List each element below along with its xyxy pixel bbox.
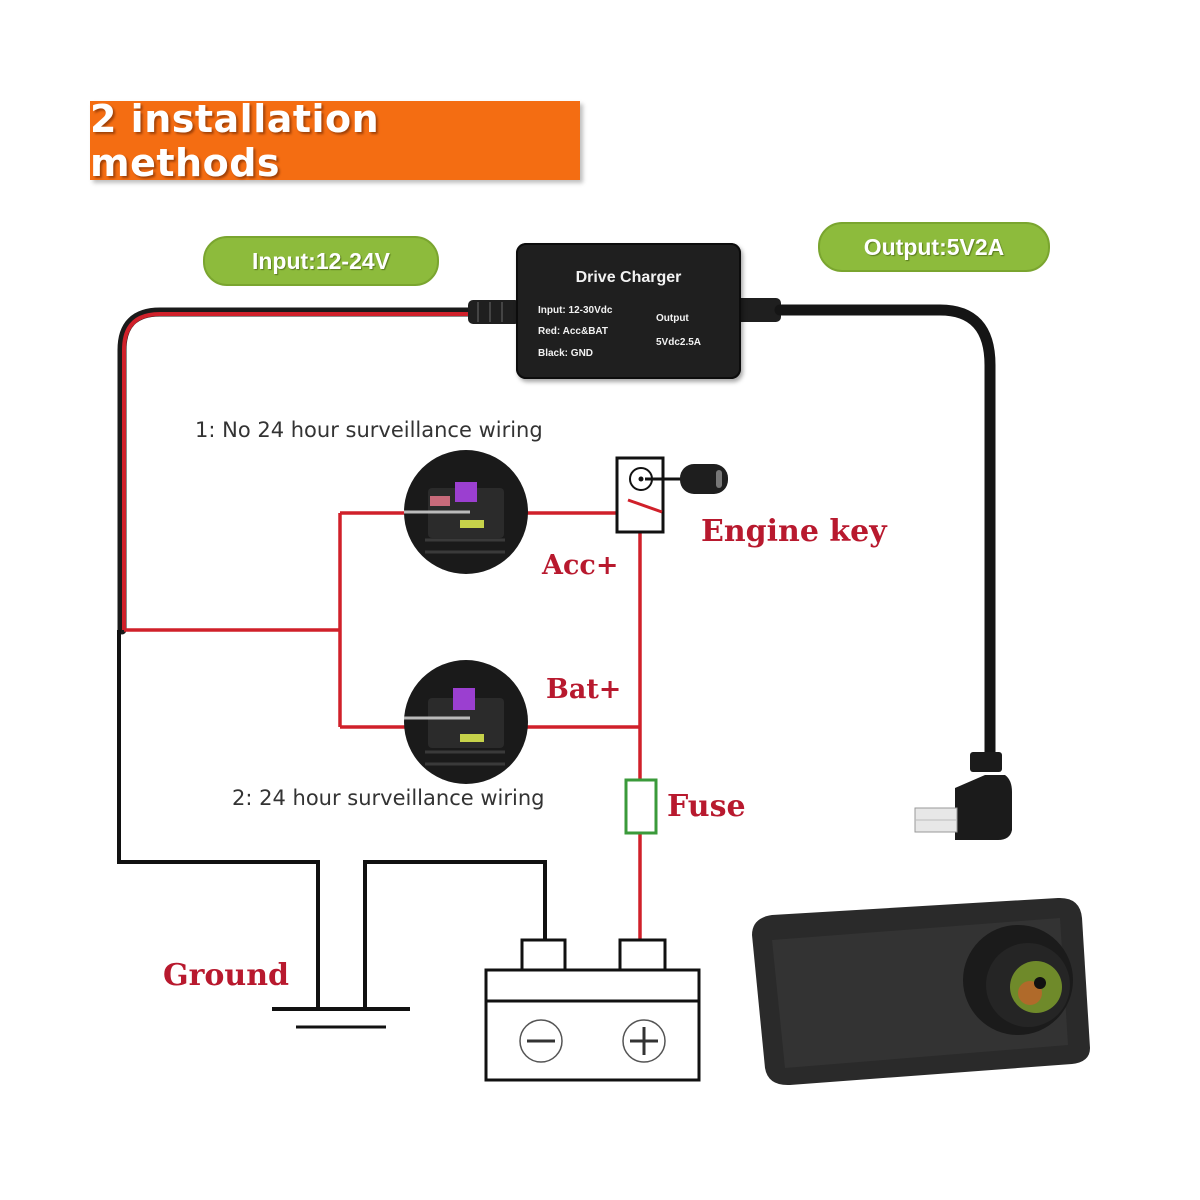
output-strain-relief — [735, 298, 781, 322]
battery-negative-icon — [519, 1019, 563, 1063]
output-cable — [735, 298, 996, 766]
charger-spec-black: Black: GND — [538, 348, 594, 359]
ground-symbol-icon — [272, 1007, 410, 1029]
ground-label: Ground — [163, 958, 290, 993]
input-cable — [117, 300, 520, 635]
engine-key-label: Engine key — [701, 514, 887, 549]
bat-fuse-socket-photo — [404, 660, 528, 784]
charger-spec-input: Input: 12-30Vdc — [538, 305, 613, 316]
charger-spec-output-label: Output — [656, 313, 689, 324]
method-2-label: 2: 24 hour surveillance wiring — [232, 786, 545, 810]
inline-fuse-icon — [624, 778, 658, 835]
fuse-label: Fuse — [667, 789, 746, 824]
car-battery-icon — [484, 938, 701, 1082]
car-key-icon — [645, 464, 728, 494]
title-text: 2 installation methods — [90, 96, 380, 185]
ignition-switch-icon — [615, 456, 665, 534]
ground-wire — [117, 630, 547, 1008]
charger-spec-output-value: 5Vdc2.5A — [656, 337, 702, 348]
title-banner: 2 installation methods — [90, 97, 580, 185]
method-1-label: 1: No 24 hour surveillance wiring — [195, 418, 543, 442]
micro-usb-plug-icon — [914, 752, 1012, 840]
battery-positive-icon — [622, 1019, 666, 1063]
input-voltage-badge: Input:12-24V — [203, 236, 439, 286]
bat-plus-label: Bat+ — [546, 674, 622, 705]
dash-camera-photo — [752, 897, 1090, 1086]
charger-title: Drive Charger — [575, 269, 682, 286]
acc-plus-label: Acc+ — [542, 550, 619, 581]
acc-fuse-socket-photo — [404, 450, 528, 574]
charger-spec-red: Red: Acc&BAT — [538, 326, 609, 337]
output-voltage-badge: Output:5V2A — [818, 222, 1050, 272]
drive-charger-module: Drive Charger Input: 12-30Vdc Red: Acc&B… — [516, 243, 741, 379]
input-strain-relief — [468, 300, 520, 324]
